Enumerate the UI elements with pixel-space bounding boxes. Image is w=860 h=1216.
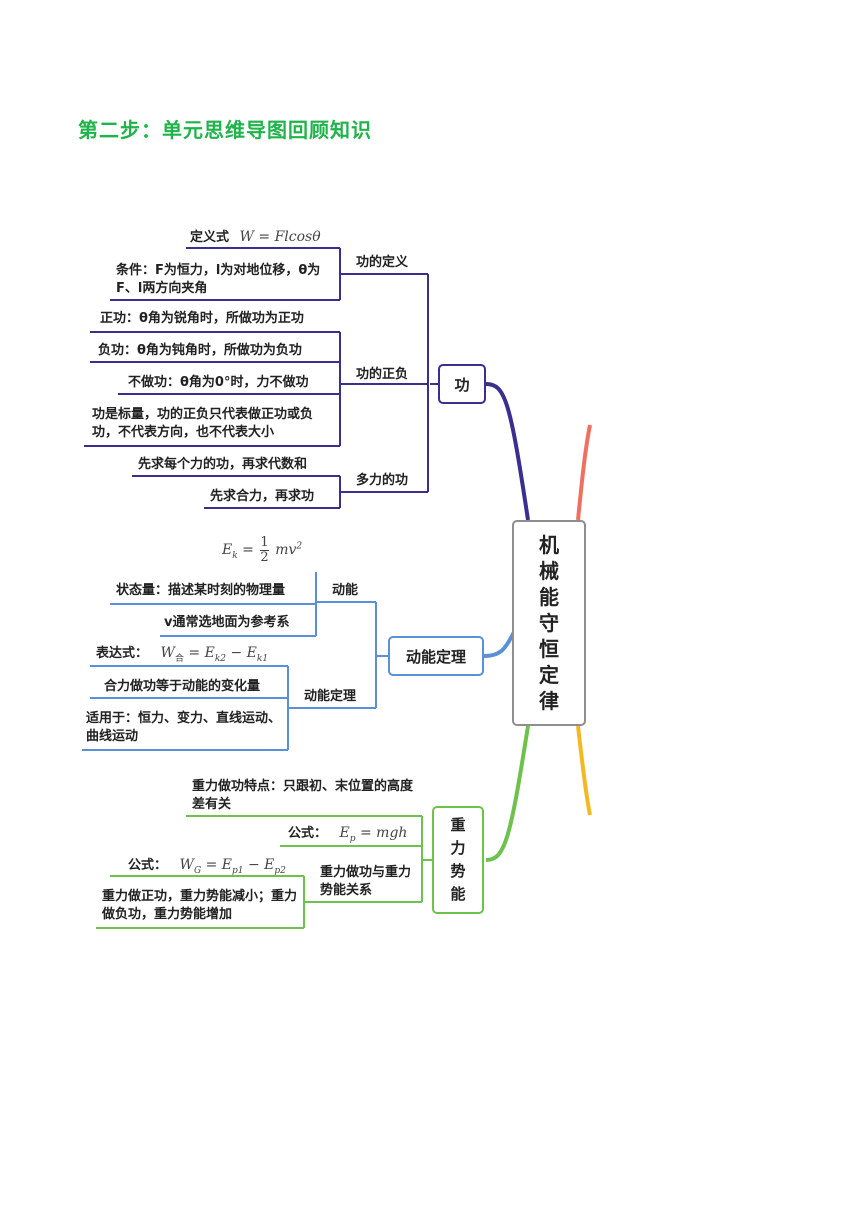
zhongli-ep-formula: 公式： Ep = mgh bbox=[288, 824, 407, 848]
center-char: 能 bbox=[539, 585, 559, 609]
zhongli-char: 力 bbox=[450, 839, 466, 857]
center-topic: 机 械 能 守 恒 定 律 bbox=[512, 520, 586, 726]
zhongli-relation-rule: 重力做正功，重力势能减小；重力做负功，重力势能增加 bbox=[102, 889, 298, 922]
node-zhongli: 重 力 势 能 bbox=[432, 806, 484, 914]
zhongli-char: 能 bbox=[450, 885, 466, 903]
branch-dongneng bbox=[483, 631, 516, 658]
ep-formula: Ep = mgh bbox=[339, 825, 408, 844]
theorem-item: 合力做功等于动能的变化量 bbox=[104, 679, 261, 694]
gong-sign-item: 正功：θ角为锐角时，所做功为正功 bbox=[100, 311, 304, 326]
center-char: 械 bbox=[539, 559, 559, 583]
dongneng-connectors bbox=[82, 572, 388, 751]
kinetic-label: 动能 bbox=[332, 583, 359, 598]
center-char: 恒 bbox=[539, 637, 559, 661]
gong-definition-formula: 定义式 W = Flcosθ bbox=[190, 228, 321, 247]
kinetic-item: 状态量：描述某时刻的物理量 bbox=[116, 583, 286, 598]
center-char: 机 bbox=[539, 533, 559, 557]
gong-multi-item: 先求每个力的功，再求代数和 bbox=[138, 457, 308, 472]
gong-sign-label: 功的正负 bbox=[356, 367, 409, 382]
node-gong: 功 bbox=[438, 364, 486, 404]
theorem-item: 适用于：恒力、变力、直线运动、曲线运动 bbox=[86, 711, 282, 744]
gong-sign-item: 不做功：θ角为0°时，力不做功 bbox=[128, 375, 309, 390]
gong-definition-condition: 条件：F为恒力，l为对地位移，θ为F、l两方向夹角 bbox=[116, 263, 321, 296]
zhongli-relation-formula: 公式： WG = Ep1 − Ep2 bbox=[128, 856, 286, 880]
formula-prefix: 公式： bbox=[128, 858, 168, 873]
gong-connectors bbox=[84, 247, 438, 509]
theorem-formula: 表达式： W合 = Ek2 − Ek1 bbox=[96, 644, 268, 668]
node-dongneng-theorem: 动能定理 bbox=[388, 636, 484, 676]
theorem-label: 动能定理 bbox=[304, 689, 357, 704]
ek-symbol: Ek = bbox=[222, 542, 254, 561]
gong-multi-item: 先求合力，再求功 bbox=[210, 489, 315, 504]
work-formula: W = Flcosθ bbox=[239, 229, 321, 245]
zhongli-char: 势 bbox=[450, 862, 466, 880]
gong-sign-item: 负功：θ角为钝角时，所做功为负功 bbox=[98, 343, 302, 358]
center-char: 定 bbox=[539, 663, 559, 687]
gong-definition-label: 功的定义 bbox=[356, 255, 409, 270]
kinetic-item: v通常选地面为参考系 bbox=[164, 615, 290, 630]
center-char: 守 bbox=[539, 611, 559, 635]
work-energy-formula: W合 = Ek2 − Ek1 bbox=[160, 645, 269, 664]
branch-yellow bbox=[576, 725, 592, 816]
gong-multi-label: 多力的功 bbox=[356, 473, 409, 488]
formula-prefix: 表达式： bbox=[96, 646, 149, 661]
branch-zhongli bbox=[485, 725, 530, 862]
mv-squared: mv2 bbox=[275, 541, 303, 558]
gong-sign-item: 功是标量，功的正负只代表做正功或负功，不代表方向，也不代表大小 bbox=[92, 407, 314, 440]
zhongli-connectors bbox=[96, 815, 432, 929]
page-heading: 第二步：单元思维导图回顾知识 bbox=[78, 118, 372, 142]
wg-formula: WG = Ep1 − Ep2 bbox=[179, 857, 286, 876]
zhongli-relation-label: 重力做功与重力势能关系 bbox=[320, 865, 412, 898]
center-char: 律 bbox=[539, 689, 559, 713]
branch-gong bbox=[485, 382, 530, 521]
zhongli-feature: 重力做功特点：只跟初、末位置的高度差有关 bbox=[192, 779, 414, 812]
zhongli-char: 重 bbox=[450, 816, 466, 834]
formula-prefix: 定义式 bbox=[190, 230, 230, 245]
branch-red bbox=[576, 424, 592, 521]
formula-prefix: 公式： bbox=[288, 826, 328, 841]
